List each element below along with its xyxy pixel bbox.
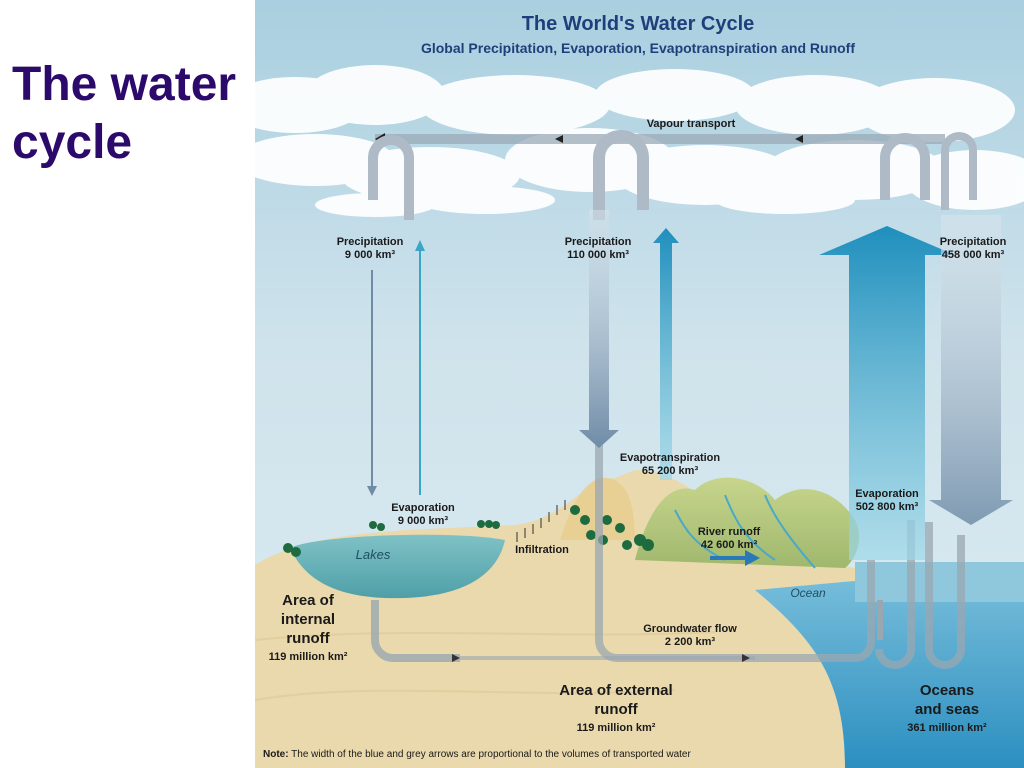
internal-area-line1: Area of — [282, 592, 335, 609]
river-runoff-label: River runoff — [698, 526, 761, 538]
external-area-line2: runoff — [594, 701, 638, 718]
water-cycle-diagram: The World's Water Cycle Global Precipita… — [255, 0, 1024, 768]
precip-external-label: Precipitation — [565, 236, 632, 248]
evap-lakes-label: Evaporation — [391, 502, 455, 514]
evap-ocean-label: Evaporation — [855, 488, 919, 500]
note-bold: Note: — [263, 749, 289, 760]
vapour-transport-band — [375, 134, 945, 144]
note: Note: The width of the blue and grey arr… — [263, 749, 691, 760]
precip-ocean-value: 458 000 km³ — [942, 249, 1005, 261]
evap-ocean-value: 502 800 km³ — [856, 501, 919, 513]
precip-external-arrow — [579, 210, 619, 448]
note-text: The width of the blue and grey arrows ar… — [289, 749, 692, 760]
precip-land-value: 9 000 km³ — [345, 249, 395, 261]
internal-runoff-flow — [371, 600, 460, 662]
evapotranspiration-value: 65 200 km³ — [642, 465, 699, 477]
infiltration-arrows — [516, 500, 566, 542]
lakes-label: Lakes — [356, 547, 391, 562]
diagram-subtitle: Global Precipitation, Evaporation, Evapo… — [421, 40, 855, 56]
precip-external-value: 110 000 km³ — [567, 249, 629, 261]
ocean-label: Ocean — [790, 586, 826, 600]
internal-area-value: 119 million km² — [269, 651, 348, 663]
trees — [283, 505, 654, 557]
oceans-area-line1: Oceans — [920, 682, 974, 699]
internal-area-line3: runoff — [286, 630, 330, 647]
evap-ocean-arrow — [819, 226, 955, 560]
groundwater-flow-line — [595, 445, 875, 662]
oceans-area-line2: and seas — [915, 701, 979, 718]
river-runoff-arrow — [710, 550, 760, 566]
evapotranspiration-arrow — [653, 228, 679, 480]
groundwater-value: 2 200 km³ — [665, 636, 715, 648]
lake — [290, 534, 505, 599]
clouds — [255, 65, 1024, 217]
precip-land-label: Precipitation — [337, 236, 404, 248]
precip-ocean-label: Precipitation — [940, 236, 1007, 248]
river-runoff-value: 42 600 km³ — [701, 539, 758, 551]
internal-area-line2: internal — [281, 611, 335, 628]
slide-title: The water cycle — [12, 58, 237, 169]
oceans-area-value: 361 million km² — [907, 722, 987, 734]
external-area-line1: Area of external — [559, 682, 672, 699]
evapotranspiration-label: Evapotranspiration — [620, 452, 721, 464]
diagram-title: The World's Water Cycle — [522, 13, 755, 35]
infiltration-label: Infiltration — [515, 544, 569, 556]
external-area-value: 119 million km² — [577, 722, 656, 734]
hills — [635, 477, 860, 568]
groundwater-label: Groundwater flow — [643, 623, 737, 635]
precip-ocean-arrow — [929, 215, 1013, 525]
evap-lakes-value: 9 000 km³ — [398, 515, 448, 527]
vapour-transport-label: Vapour transport — [647, 118, 736, 130]
